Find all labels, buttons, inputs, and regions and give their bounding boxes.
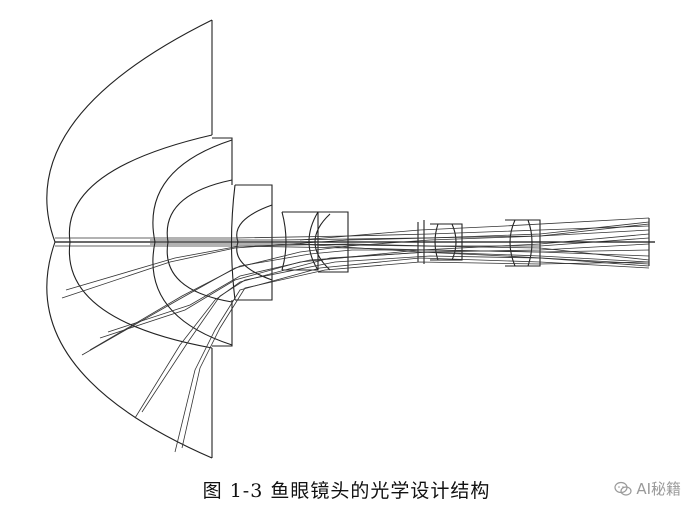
figure-caption: 图 1-3 鱼眼镜头的光学设计结构 <box>202 480 491 502</box>
ray-bundles <box>55 217 650 453</box>
lens-group-rear <box>505 219 541 267</box>
wechat-icon <box>614 481 632 496</box>
lens-element-2 <box>152 137 233 347</box>
watermark-text: AI秘籍 <box>636 480 681 498</box>
lens-group-aperture <box>417 220 463 264</box>
watermark: AI秘籍 <box>614 478 681 499</box>
lens-element-4 <box>281 211 319 271</box>
lens-element-1 <box>46 19 213 459</box>
